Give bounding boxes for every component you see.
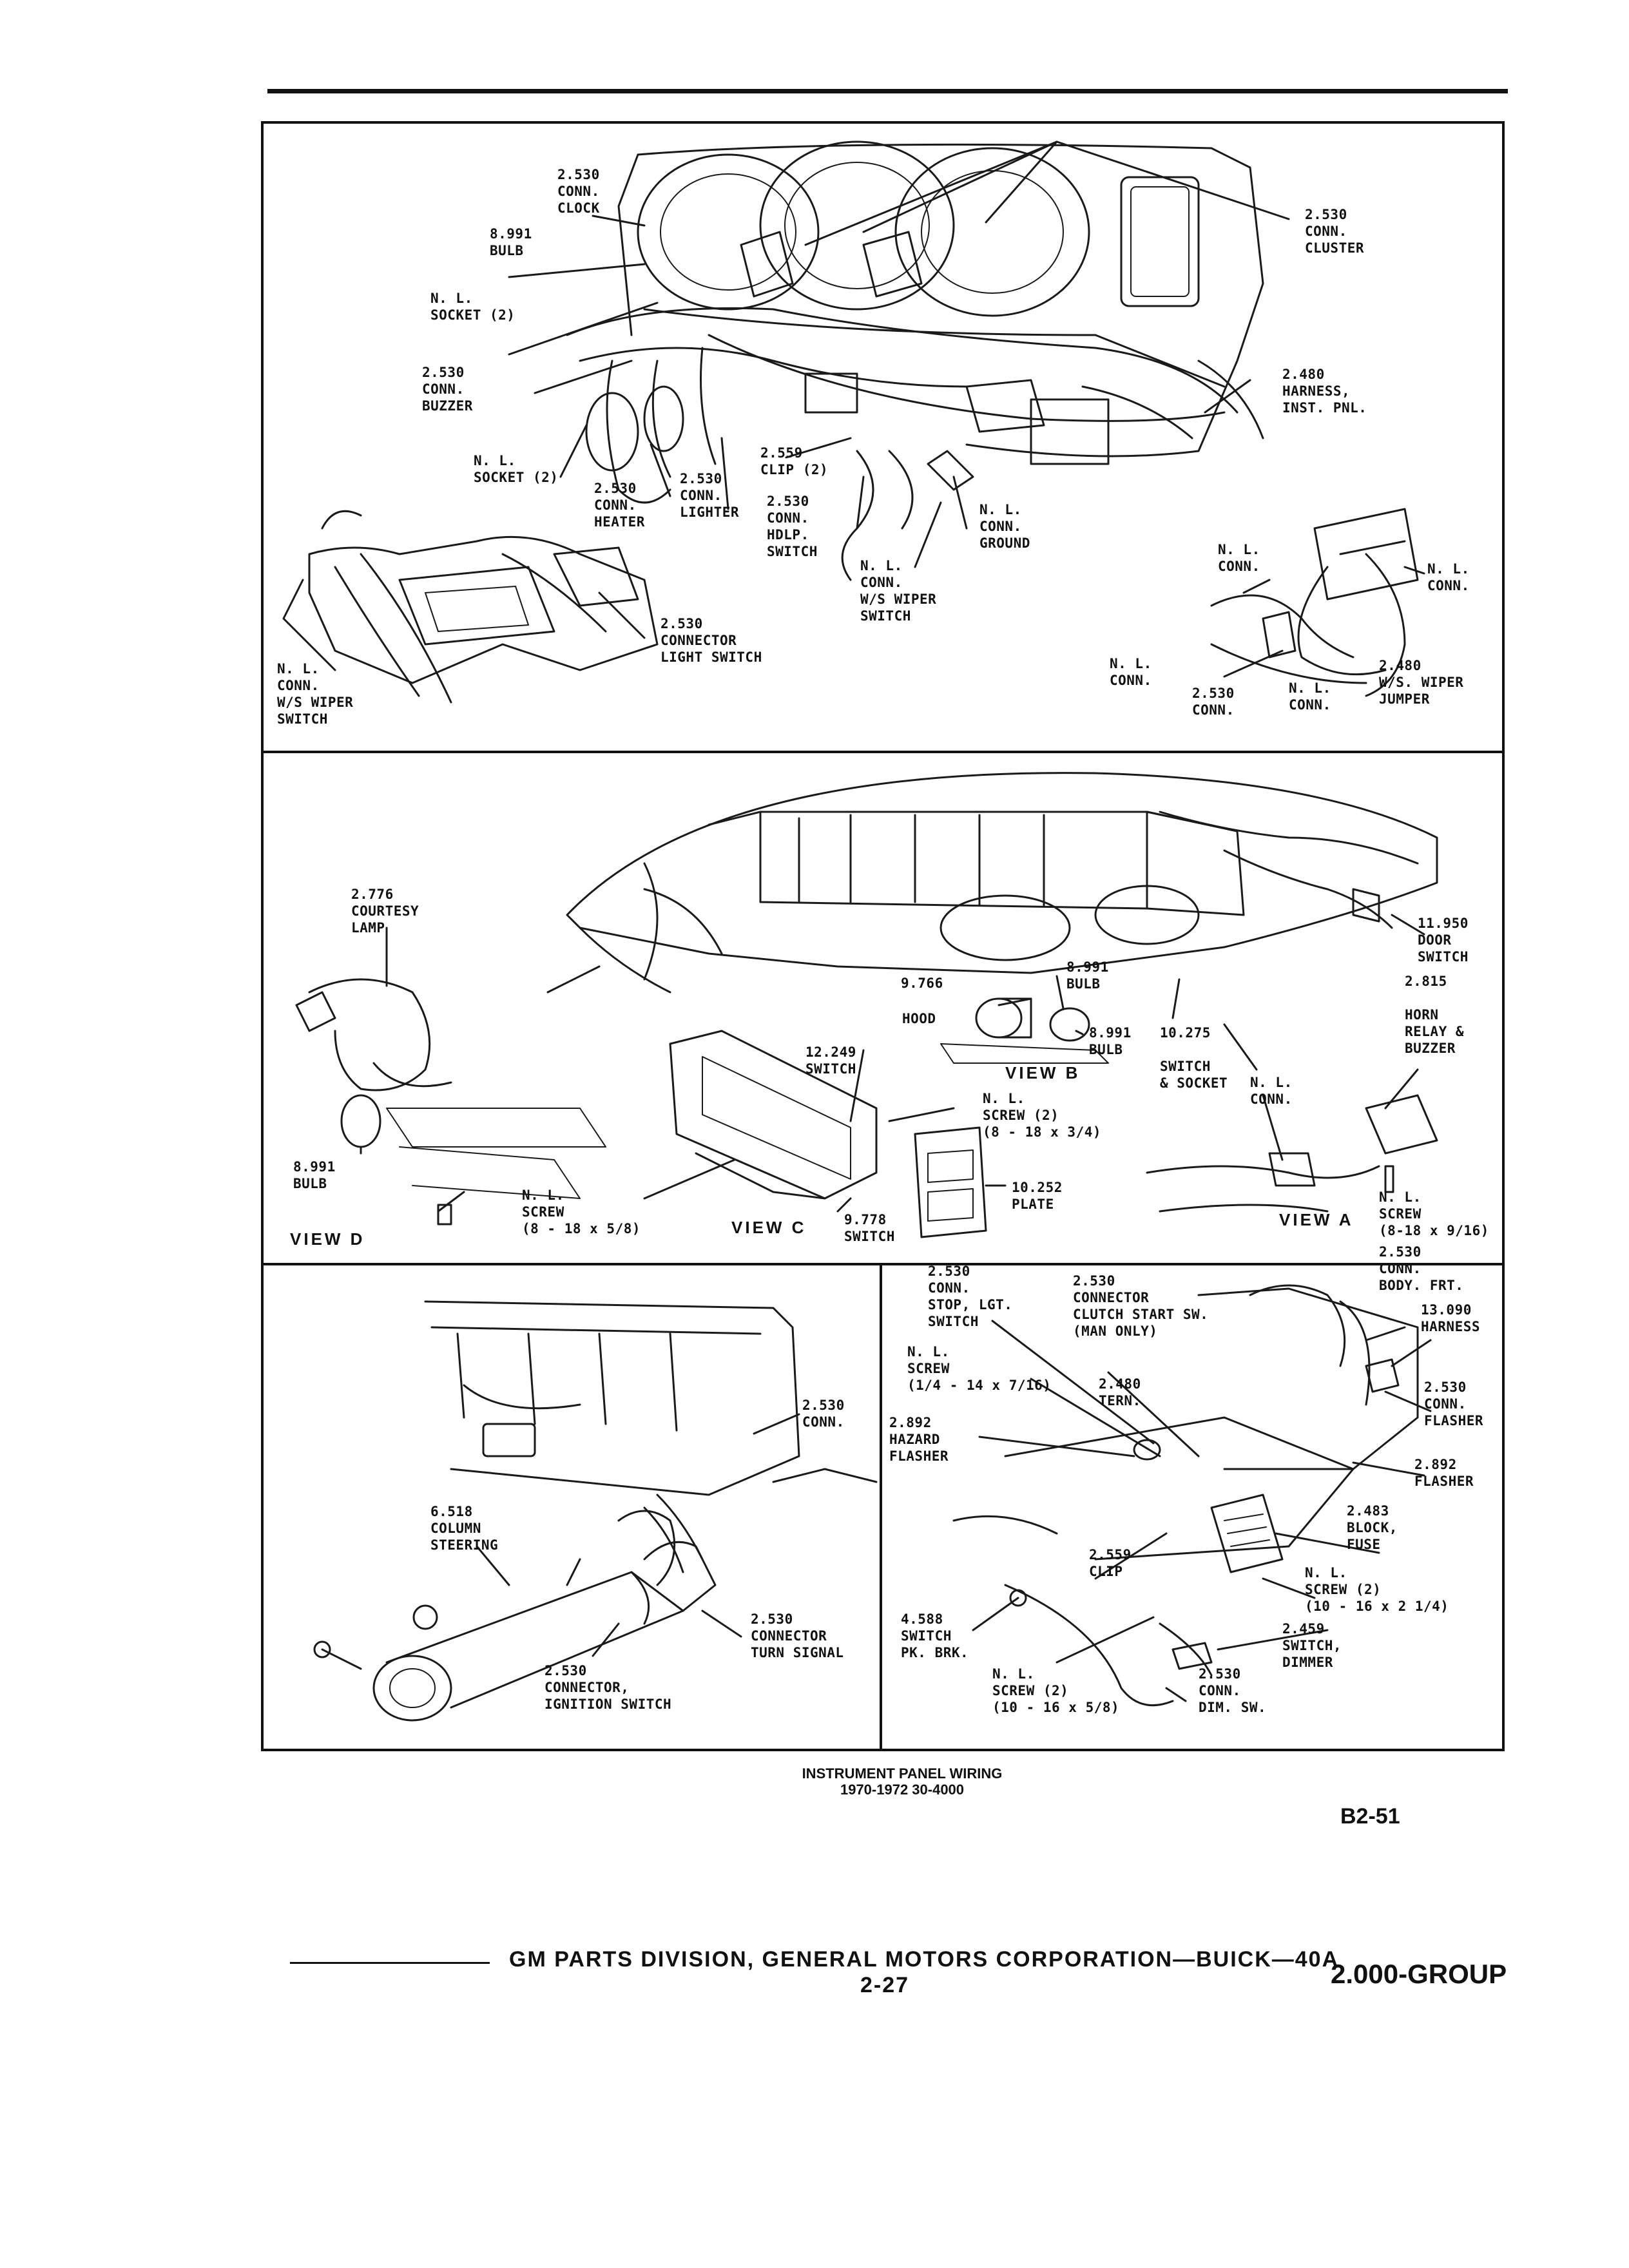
view-b-label: VIEW B	[1005, 1063, 1081, 1082]
label-conn-lighter: 2.530 CONN. LIGHTER	[680, 471, 740, 520]
label-switch-12249: 12.249 SWITCH	[805, 1044, 856, 1077]
panel-divider-2	[261, 1263, 1505, 1265]
label-conn-nl-a: N. L. CONN.	[1218, 542, 1260, 574]
view-d-label: VIEW D	[290, 1229, 365, 1249]
panel-divider-3	[880, 1263, 882, 1751]
diagram-frame	[261, 121, 1505, 1751]
label-socket-2-a: N. L. SOCKET (2)	[430, 291, 516, 323]
label-conn-body-frt: 2.530 CONN. BODY. FRT.	[1379, 1244, 1464, 1293]
footer-rule-left	[290, 1962, 490, 1964]
top-rule	[267, 89, 1508, 93]
label-harness-13090: 13.090 HARNESS	[1421, 1302, 1481, 1334]
label-flasher: 2.892 FLASHER	[1414, 1457, 1474, 1489]
label-conn-dim-sw: 2.530 CONN. DIM. SW.	[1199, 1666, 1267, 1715]
label-connector-light: 2.530 CONNECTOR LIGHT SWITCH	[660, 616, 762, 665]
label-conn-nl-c: N. L. CONN.	[1110, 656, 1152, 688]
leader-lines-middle	[360, 914, 1425, 1213]
footer-page-number: 2-27	[860, 1973, 910, 1997]
label-connector-clutch: 2.530 CONNECTOR CLUTCH START SW. (MAN ON…	[1073, 1273, 1209, 1339]
label-hood-word: HOOD	[902, 1011, 936, 1026]
steering-column-drawing	[313, 1300, 878, 1722]
label-conn-ground: N. L. CONN. GROUND	[979, 502, 1030, 551]
label-bulb-top: 8.991 BULB	[490, 226, 532, 258]
label-connector-ignition: 2.530 CONNECTOR, IGNITION SWITCH	[545, 1663, 672, 1712]
label-conn-buzzer: 2.530 CONN. BUZZER	[422, 365, 473, 414]
label-conn-cluster: 2.530 CONN. CLUSTER	[1305, 207, 1365, 256]
page-id: B2-51	[1340, 1804, 1400, 1829]
figure-caption-title: INSTRUMENT PANEL WIRING	[802, 1765, 1003, 1782]
footer-group: 2.000-GROUP	[1331, 1959, 1507, 1989]
dash-drawing	[546, 772, 1438, 994]
label-switch-pk-brk: 4.588 SWITCH PK. BRK.	[901, 1611, 969, 1660]
leader-lines-bottom-right	[972, 1320, 1432, 1702]
label-conn-ws-wiper: N. L. CONN. W/S WIPER SWITCH	[860, 558, 937, 624]
label-connector-turn: 2.530 CONNECTOR TURN SIGNAL	[751, 1611, 844, 1660]
label-screw-d: N. L. SCREW (8 - 18 x 5/8)	[522, 1187, 641, 1236]
label-screw-2-br2: N. L. SCREW (2) (10 - 16 x 5/8)	[992, 1666, 1120, 1715]
label-screw-a: N. L. SCREW (8-18 x 9/16)	[1379, 1189, 1489, 1238]
cluster-drawing	[566, 140, 1264, 581]
leader-lines-top	[508, 140, 1425, 678]
figure-caption-subtitle: 1970-1972 30-4000	[840, 1782, 965, 1798]
label-conn-bl: 2.530 CONN.	[802, 1398, 845, 1430]
label-plate: 10.252 PLATE	[1012, 1180, 1063, 1212]
label-conn-nl-e: N. L. CONN.	[1289, 680, 1331, 713]
label-conn-2530-d: 2.530 CONN.	[1192, 686, 1235, 718]
label-clip-2: 2.559 CLIP (2)	[760, 445, 829, 477]
label-switch-socket: 10.275 SWITCH & SOCKET	[1160, 1025, 1228, 1091]
label-column-steering: 6.518 COLUMN STEERING	[430, 1504, 499, 1553]
label-harness-inst: 2.480 HARNESS, INST. PNL.	[1282, 367, 1367, 416]
label-bulb-b2: 8.991 BULB	[1089, 1025, 1132, 1057]
label-conn-nl-b: N. L. CONN.	[1427, 561, 1470, 593]
view-c-drawing	[643, 1030, 987, 1238]
label-bulb-b: 8.991 BULB	[1066, 959, 1109, 992]
view-a-label: VIEW A	[1279, 1210, 1354, 1229]
view-a-drawing	[1146, 1094, 1438, 1213]
leader-lines-bottom-left	[476, 1413, 800, 1657]
view-c-label: VIEW C	[731, 1218, 807, 1237]
label-conn-hdlp: 2.530 CONN. HDLP. SWITCH	[767, 494, 818, 559]
label-ws-wiper-jumper: 2.480 W/S. WIPER JUMPER	[1379, 658, 1464, 707]
label-conn-ws-wiper-2: N. L. CONN. W/S WIPER SWITCH	[277, 661, 354, 727]
under-dash-drawing	[952, 1284, 1419, 1707]
label-block-fuse: 2.483 BLOCK, FUSE	[1347, 1503, 1398, 1552]
label-switch-9778: 9.778 SWITCH	[844, 1212, 895, 1244]
label-clip-2559: 2.559 CLIP	[1089, 1547, 1132, 1579]
light-switch-drawing	[282, 510, 659, 704]
view-b-drawing	[940, 997, 1109, 1064]
label-conn-clock: 2.530 CONN. CLOCK	[557, 167, 600, 216]
label-bulb-d: 8.991 BULB	[293, 1159, 336, 1191]
label-socket-2-b: N. L. SOCKET (2)	[474, 453, 559, 485]
label-conn-heater: 2.530 CONN. HEATER	[594, 481, 645, 530]
label-screw-2-br: N. L. SCREW (2) (10 - 16 x 2 1/4)	[1305, 1565, 1449, 1614]
label-hood: 9.766	[901, 975, 943, 991]
label-screw-2-c: N. L. SCREW (2) (8 - 18 x 3/4)	[983, 1091, 1102, 1140]
label-horn-relay: 2.815 HORN RELAY & BUZZER	[1405, 974, 1465, 1056]
label-hazard-flasher: 2.892 HAZARD FLASHER	[889, 1415, 949, 1464]
label-conn-nl-view-a: N. L. CONN.	[1250, 1075, 1293, 1107]
label-conn-flasher: 2.530 CONN. FLASHER	[1424, 1379, 1484, 1428]
label-conn-stop-lgt: 2.530 CONN. STOP, LGT. SWITCH	[928, 1264, 1013, 1329]
label-tern: 2.480 TERN.	[1099, 1376, 1141, 1408]
label-switch-dimmer: 2.459 SWITCH, DIMMER	[1282, 1621, 1342, 1670]
wiper-jumper-drawing	[1210, 508, 1419, 697]
panel-divider-1	[261, 751, 1505, 753]
label-courtesy-lamp: 2.776 COURTESY LAMP	[351, 887, 419, 936]
label-screw-nl: N. L. SCREW (1/4 - 14 x 7/16)	[907, 1344, 1052, 1393]
footer-text: GM PARTS DIVISION, GENERAL MOTORS CORPOR…	[509, 1947, 1340, 1972]
label-door-switch: 11.950 DOOR SWITCH	[1418, 916, 1469, 965]
